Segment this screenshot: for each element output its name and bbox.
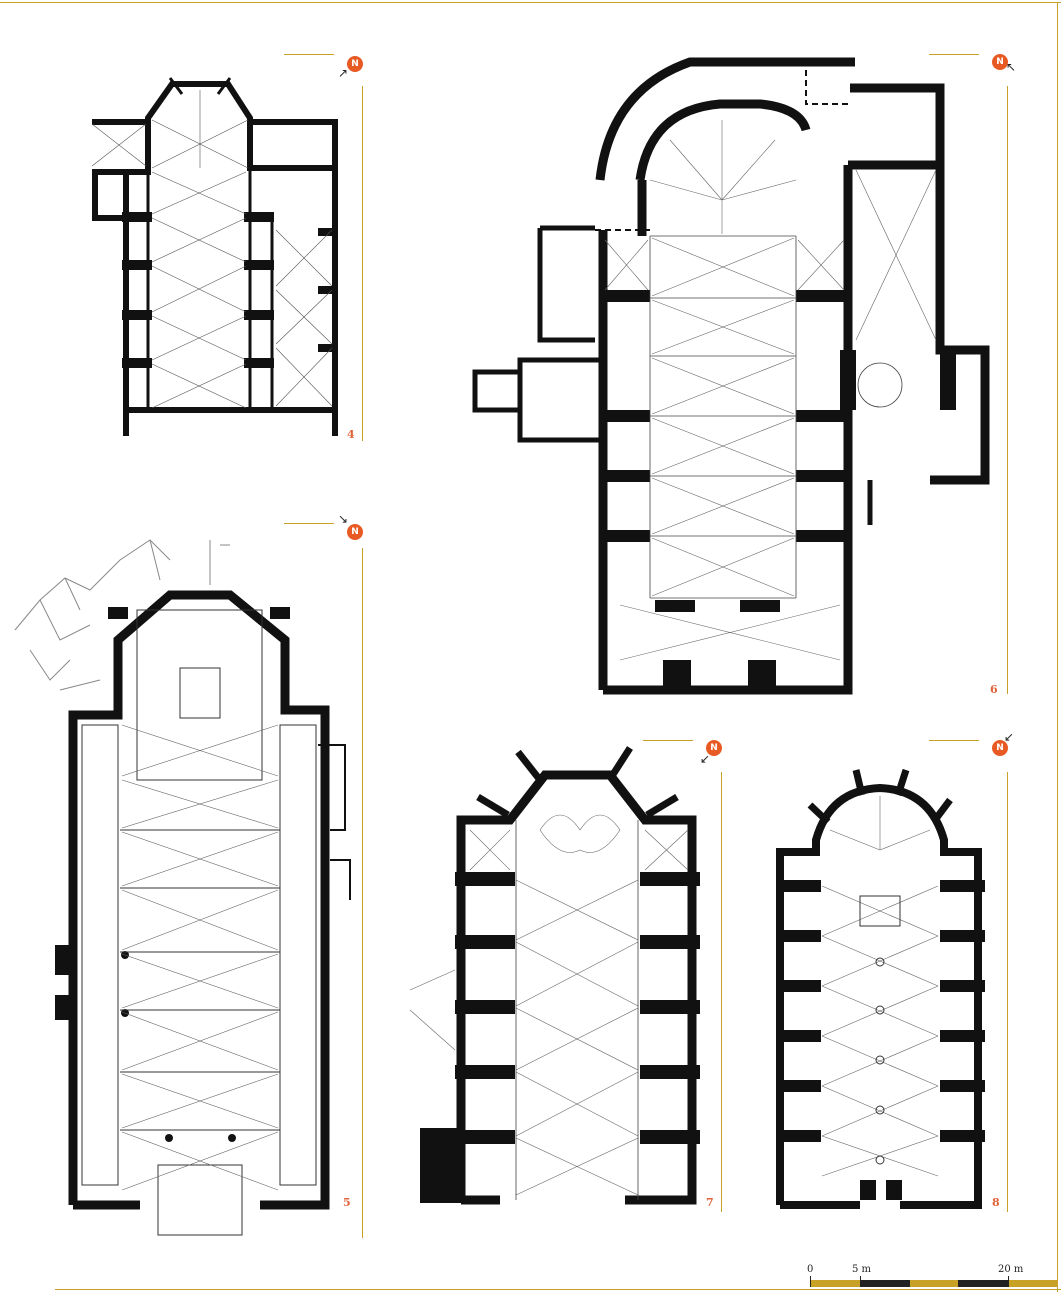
plan-4-number: 4 bbox=[347, 428, 355, 441]
plan-8-side-rule bbox=[1007, 772, 1008, 1212]
plan-6-top-rule bbox=[929, 54, 979, 55]
right-rule bbox=[1057, 2, 1058, 1292]
bottom-rule bbox=[55, 1289, 1061, 1290]
plan-7-side-rule bbox=[721, 772, 722, 1212]
plan-5-north-arrow-icon: ↘ bbox=[338, 512, 349, 526]
plan-6-north-badge: N bbox=[992, 54, 1008, 70]
plan-7-top-rule bbox=[643, 740, 693, 741]
scale-tick-5m bbox=[860, 1276, 861, 1287]
scale-label-0: 0 bbox=[807, 1264, 814, 1275]
plan-4-side-rule bbox=[362, 86, 363, 441]
scale-label-5m: 5 m bbox=[852, 1264, 872, 1275]
scale-tick-20m bbox=[1008, 1276, 1009, 1287]
plan-6-number: 6 bbox=[990, 683, 998, 696]
plan-4-north-badge: N bbox=[347, 56, 363, 72]
scale-bar-segment-2 bbox=[860, 1280, 910, 1287]
scale-bar-segment-1 bbox=[810, 1280, 860, 1287]
plan-7-north-badge: N bbox=[706, 740, 722, 756]
plan-8-north-badge: N bbox=[992, 740, 1008, 756]
scale-bar-segment-4 bbox=[958, 1280, 1008, 1287]
scale-tick-0 bbox=[810, 1276, 811, 1287]
plan-7-number: 7 bbox=[706, 1196, 714, 1209]
plan-6-north-arrow-icon: ↖ bbox=[1006, 60, 1017, 74]
plan-5-number: 5 bbox=[343, 1196, 351, 1209]
plan-5-north-badge: N bbox=[347, 524, 363, 540]
plan-8-number: 8 bbox=[992, 1196, 1000, 1209]
plan-5-side-rule bbox=[362, 548, 363, 1238]
plan-8-top-rule bbox=[929, 740, 979, 741]
scale-bar-segment-5 bbox=[1008, 1280, 1057, 1287]
plan-5-top-rule bbox=[284, 523, 334, 524]
plan-7-north-arrow-icon: ↙ bbox=[700, 752, 711, 766]
plan-8-north-arrow-icon: ↙ bbox=[1004, 730, 1015, 744]
top-rule bbox=[0, 2, 1061, 3]
plan-4-north-arrow-icon: ↗ bbox=[338, 66, 349, 80]
plan-4-top-rule bbox=[284, 54, 334, 55]
plan-6-side-rule bbox=[1007, 86, 1008, 694]
scale-bar-segment-3 bbox=[910, 1280, 958, 1287]
scale-label-20m: 20 m bbox=[998, 1264, 1024, 1275]
